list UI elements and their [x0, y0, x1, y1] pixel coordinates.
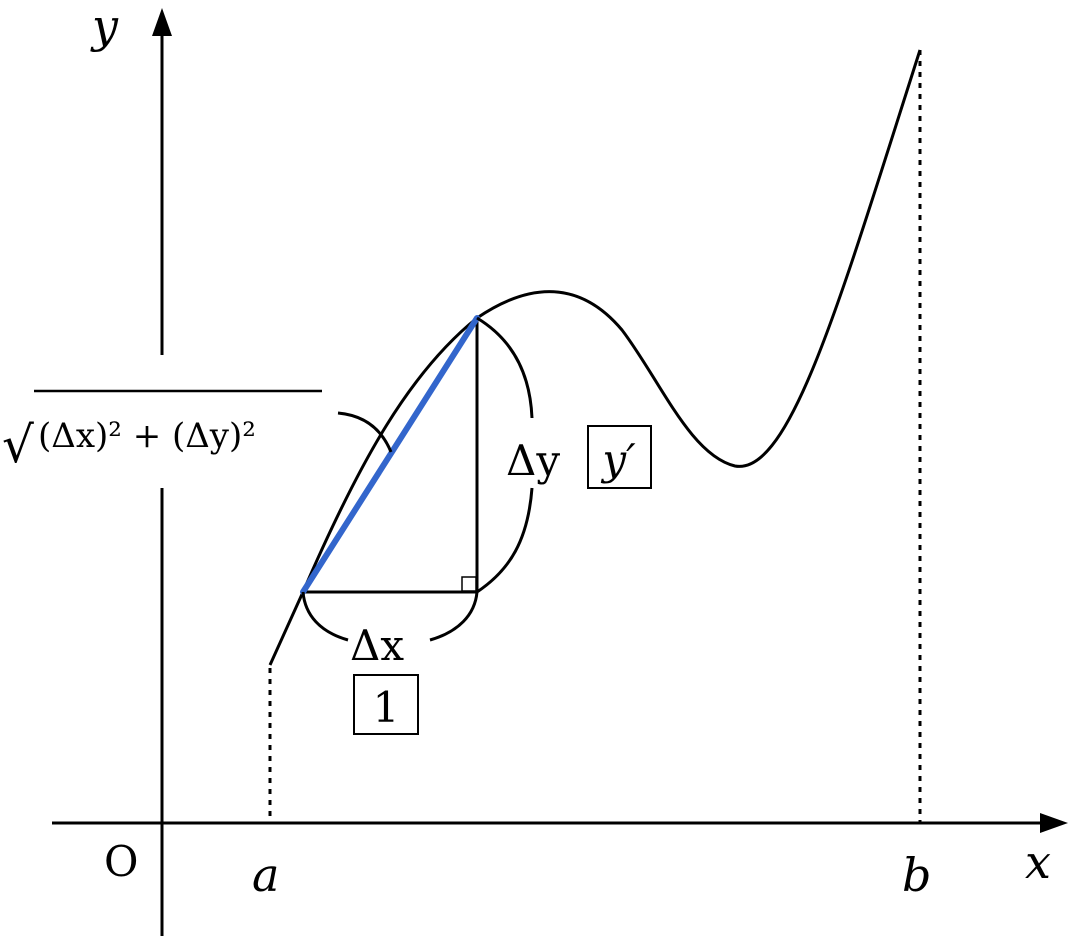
origin-label: O [104, 837, 138, 886]
delta-y-scaled-box [587, 425, 652, 489]
hypotenuse-label-inner: (Δx)² + (Δy)² [38, 416, 256, 456]
delta-x-brace [301, 591, 479, 642]
delta-y-scaled-value: y′ [600, 435, 636, 484]
hypotenuse [300, 315, 480, 595]
delta-x-label: Δx [350, 621, 404, 670]
hypotenuse-leader [337, 411, 393, 453]
delta-x-scaled-box [353, 674, 419, 735]
x-axis-arrowhead [1040, 813, 1068, 833]
delta-y-brace [476, 316, 534, 594]
delta-x-scaled-value: 1 [373, 683, 400, 732]
interval-start-label: a [252, 848, 279, 902]
hypotenuse-sqrt-sign: √ [2, 416, 34, 474]
curve [268, 49, 922, 666]
right-angle-marker [461, 576, 477, 592]
y-axis-arrowhead [152, 8, 172, 36]
x-axis-label: x [1025, 835, 1051, 889]
interval-end-label: b [902, 848, 931, 902]
delta-y-label: Δy [506, 436, 560, 485]
y-axis-label: y [90, 0, 119, 53]
